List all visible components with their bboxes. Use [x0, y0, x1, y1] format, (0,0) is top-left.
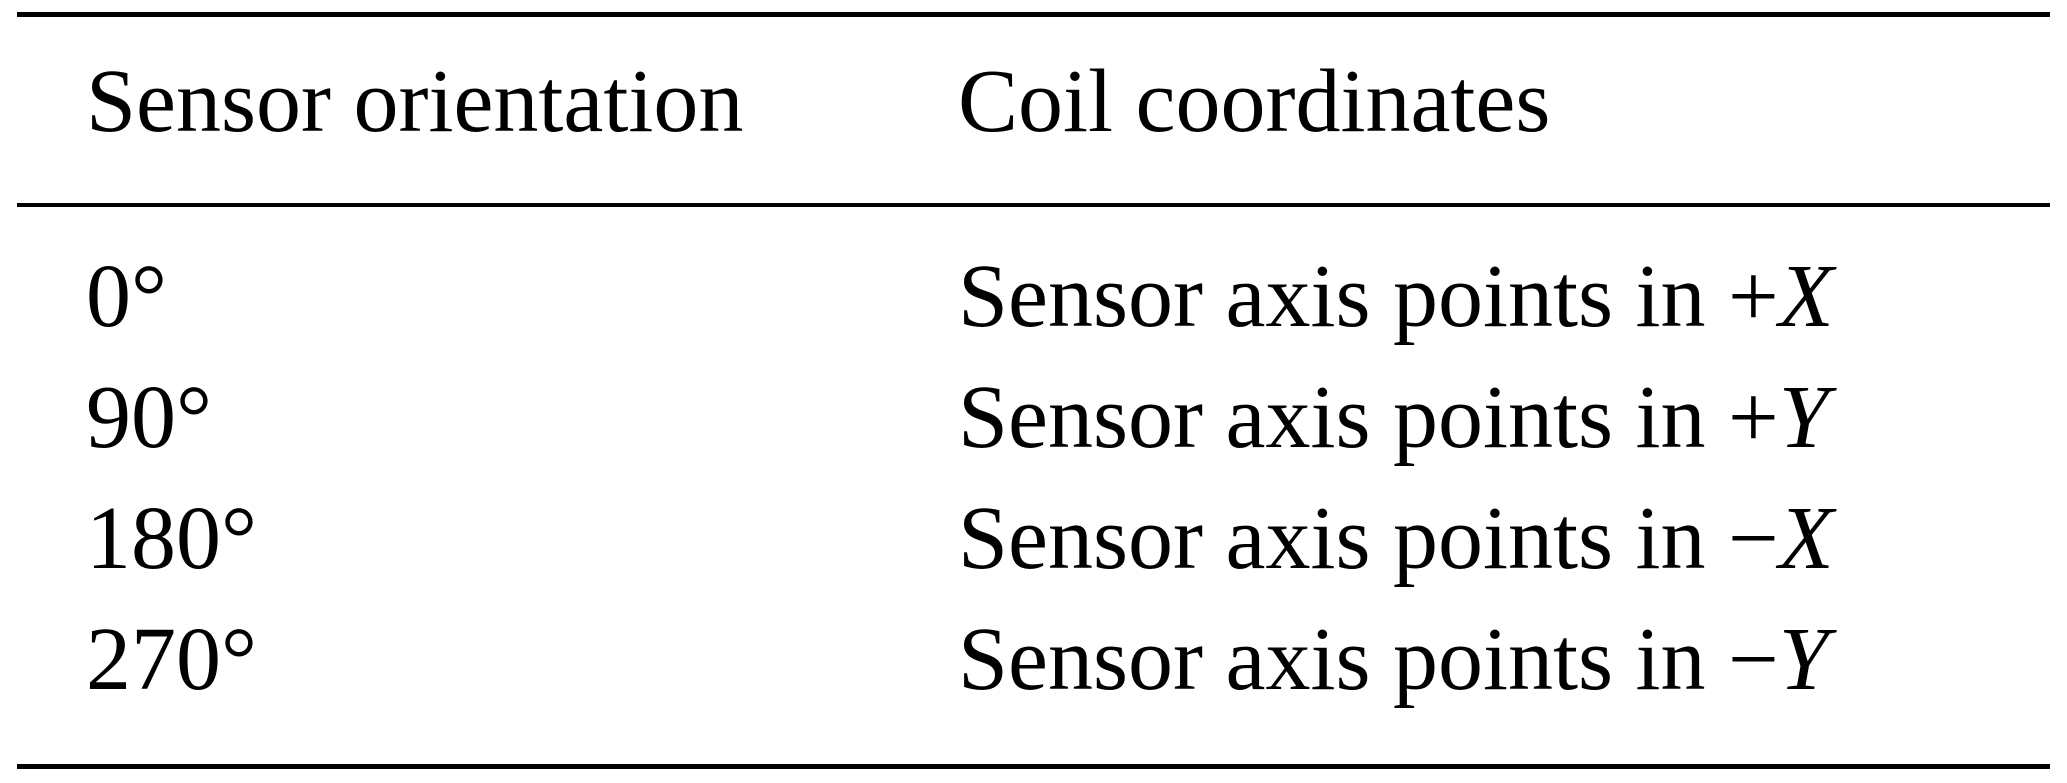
- coordinates-text: Sensor axis points in: [958, 610, 1729, 709]
- top-rule: [17, 12, 2050, 17]
- axis-symbol: X: [1778, 489, 1834, 588]
- coordinates-cell: Sensor axis points in +Y: [958, 373, 1829, 463]
- bottom-rule: [17, 764, 2050, 769]
- coordinates-cell: Sensor axis points in −X: [958, 494, 1834, 584]
- sign: −: [1728, 610, 1779, 709]
- coordinates-text: Sensor axis points in: [958, 489, 1729, 588]
- header-coil-coordinates: Coil coordinates: [958, 52, 1551, 151]
- coordinates-cell: Sensor axis points in +X: [958, 252, 1834, 342]
- coordinates-text: Sensor axis points in: [958, 368, 1729, 467]
- orientation-cell: 270°: [86, 610, 257, 709]
- sign: +: [1728, 368, 1779, 467]
- axis-symbol: X: [1778, 247, 1834, 346]
- coordinates-cell: Sensor axis points in −Y: [958, 615, 1829, 705]
- orientation-cell: 0°: [86, 247, 167, 346]
- orientation-cell: 180°: [86, 489, 257, 588]
- header-rule: [17, 203, 2050, 207]
- orientation-cell: 90°: [86, 368, 212, 467]
- coordinates-text: Sensor axis points in: [958, 247, 1729, 346]
- sign: −: [1728, 489, 1779, 588]
- header-sensor-orientation: Sensor orientation: [86, 52, 744, 151]
- axis-symbol: Y: [1778, 368, 1829, 467]
- axis-symbol: Y: [1778, 610, 1829, 709]
- sign: +: [1728, 247, 1779, 346]
